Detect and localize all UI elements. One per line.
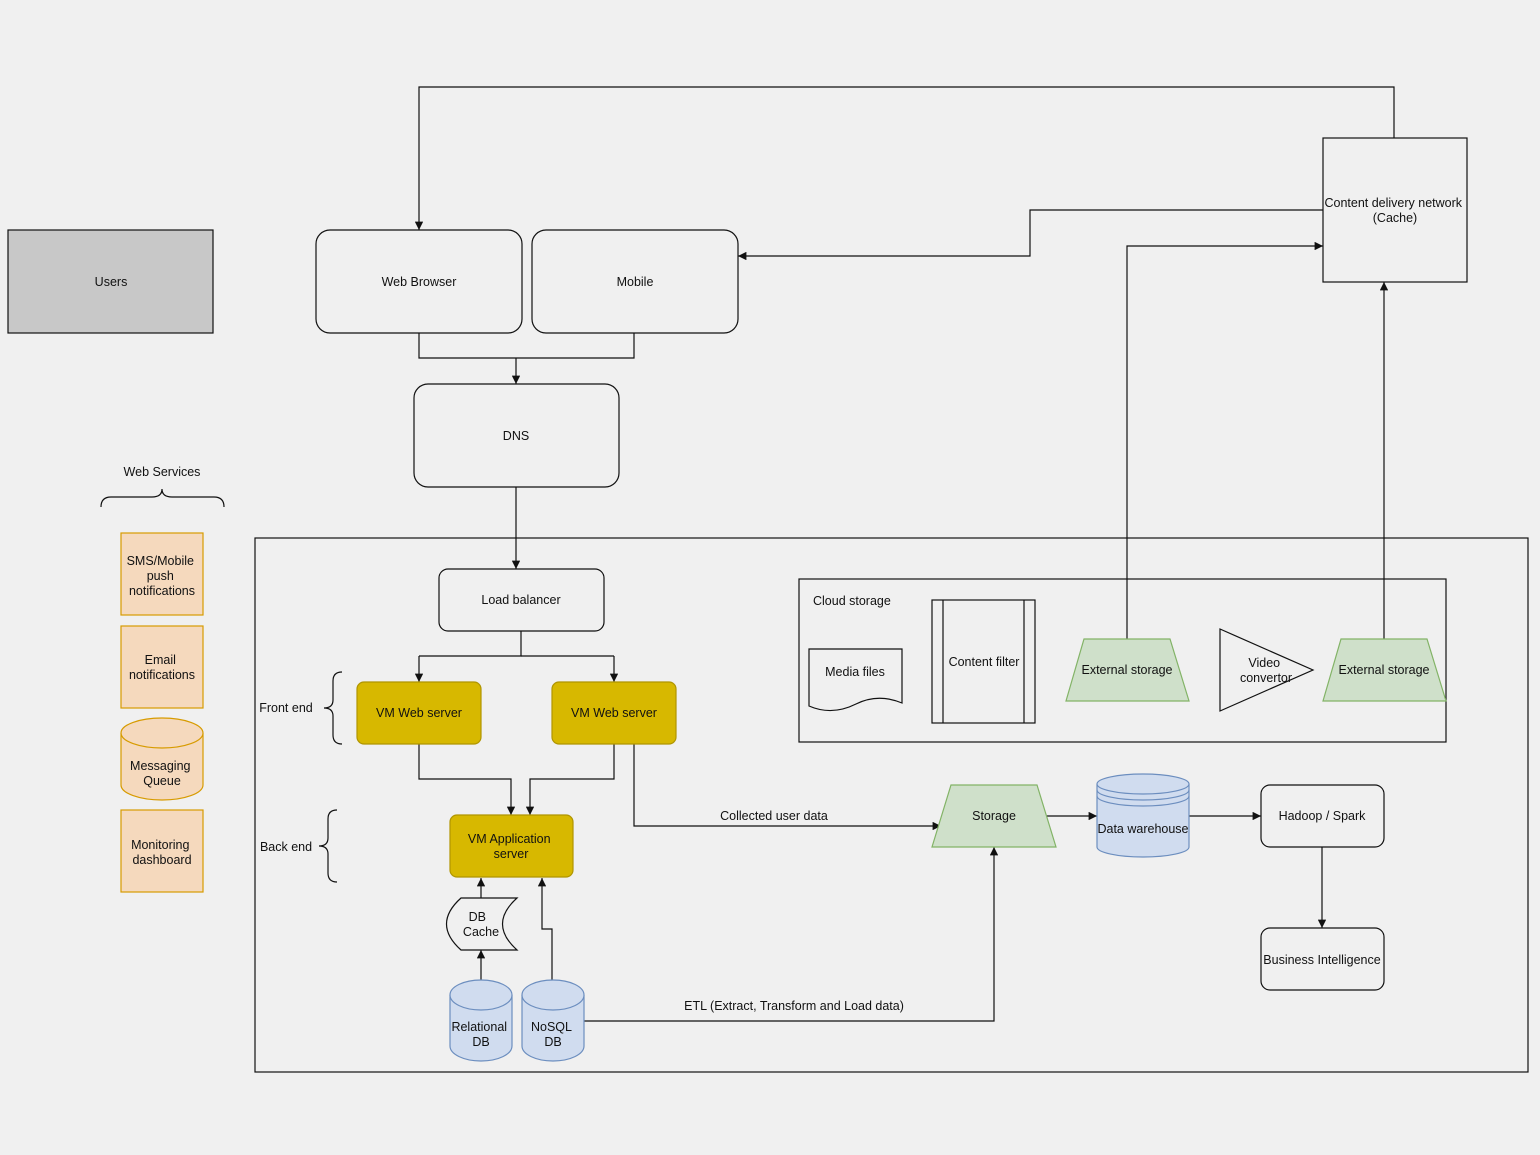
vm-web-server-2-label: VM Web server xyxy=(571,706,657,720)
video-convertor-label: Video convertor xyxy=(1240,656,1292,685)
dns-label: DNS xyxy=(503,429,529,443)
email-label-line1: Email xyxy=(145,653,176,667)
sms-notifications-node[interactable] xyxy=(120,532,204,616)
hadoop-spark-node[interactable] xyxy=(1260,784,1385,848)
relational-db-label-line2: DB xyxy=(472,1035,489,1049)
hadoop-spark-label: Hadoop / Spark xyxy=(1279,809,1367,823)
content-filter-node[interactable] xyxy=(931,599,1036,724)
vm-app-label-line1: VM Application xyxy=(468,832,551,846)
video-convertor-label-line2: convertor xyxy=(1240,671,1292,685)
content-filter-label: Content filter xyxy=(949,655,1020,669)
relational-db-label: Relational DB xyxy=(451,1020,510,1049)
business-intelligence-node[interactable] xyxy=(1260,927,1385,991)
vm-web-server-1[interactable] xyxy=(356,681,482,745)
back-end-brace xyxy=(318,809,338,883)
cloud-storage-container xyxy=(798,578,1447,743)
dns-node[interactable] xyxy=(413,383,620,488)
nosql-db-label-line1: NoSQL xyxy=(531,1020,572,1034)
db-cache-label: DB Cache xyxy=(463,910,499,939)
relational-db-node[interactable] xyxy=(449,979,513,1062)
video-convertor-node[interactable] xyxy=(1219,628,1315,712)
nosql-db-node[interactable] xyxy=(521,979,585,1062)
sms-label-line3: notifications xyxy=(129,584,195,598)
nosql-db-label-line2: DB xyxy=(544,1035,561,1049)
monitoring-dashboard-label: Monitoring dashboard xyxy=(131,838,193,867)
cdn-node[interactable] xyxy=(1322,137,1468,283)
vm-app-server-label: VM Application server xyxy=(468,832,554,861)
db-cache-node[interactable] xyxy=(446,897,519,951)
load-balancer-label: Load balancer xyxy=(481,593,560,607)
monitoring-label-line1: Monitoring xyxy=(131,838,189,852)
web-services-title: Web Services xyxy=(124,465,201,479)
monitoring-label-line2: dashboard xyxy=(132,853,191,867)
cdn-label-line1: Content delivery network xyxy=(1324,196,1462,210)
users-label: Users xyxy=(95,275,128,289)
queue-label-line2: Queue xyxy=(143,774,181,788)
db-cache-label-line1: DB xyxy=(469,910,486,924)
storage-label: Storage xyxy=(972,809,1016,823)
queue-label-line1: Messaging xyxy=(130,759,190,773)
business-intelligence-label: Business Intelligence xyxy=(1263,953,1380,967)
cdn-label-line2: (Cache) xyxy=(1373,211,1417,225)
media-files-label: Media files xyxy=(825,665,885,679)
backend-container xyxy=(254,537,1529,1073)
messaging-queue-node[interactable] xyxy=(120,717,204,801)
edge-label-etl: ETL (Extract, Transform and Load data) xyxy=(684,999,904,1013)
vm-web-server-2[interactable] xyxy=(551,681,677,745)
vm-web-server-1-label: VM Web server xyxy=(376,706,462,720)
load-balancer-node[interactable] xyxy=(438,568,605,632)
vm-app-server[interactable] xyxy=(449,814,574,878)
external-storage-1-node[interactable] xyxy=(1065,638,1190,702)
sms-notifications-label: SMS/Mobile push notifications xyxy=(127,554,198,598)
cloud-storage-title: Cloud storage xyxy=(813,594,891,608)
email-notifications-node[interactable] xyxy=(120,625,204,709)
data-warehouse-label: Data warehouse xyxy=(1097,822,1188,836)
web-browser-node[interactable] xyxy=(315,229,523,334)
edge-label-collected: Collected user data xyxy=(720,809,828,823)
vm-app-label-line2: server xyxy=(494,847,529,861)
email-label-line2: notifications xyxy=(129,668,195,682)
web-services-brace xyxy=(100,488,225,508)
mobile-label: Mobile xyxy=(617,275,654,289)
external-storage-2-label: External storage xyxy=(1338,663,1429,677)
messaging-queue-label: Messaging Queue xyxy=(130,759,194,788)
web-browser-label: Web Browser xyxy=(382,275,457,289)
external-storage-1-label: External storage xyxy=(1081,663,1172,677)
video-convertor-label-line1: Video xyxy=(1248,656,1280,670)
back-end-label: Back end xyxy=(260,840,312,854)
media-files-node[interactable] xyxy=(808,648,903,712)
front-end-brace xyxy=(323,671,343,745)
db-cache-label-line2: Cache xyxy=(463,925,499,939)
monitoring-dashboard-node[interactable] xyxy=(120,809,204,893)
relational-db-label-line1: Relational xyxy=(451,1020,507,1034)
connectors xyxy=(414,86,1395,1022)
mobile-node[interactable] xyxy=(531,229,739,334)
data-warehouse-node[interactable] xyxy=(1096,773,1190,858)
cdn-label: Content delivery network (Cache) xyxy=(1324,196,1465,225)
sms-label-line2: push xyxy=(147,569,174,583)
nosql-db-label: NoSQL DB xyxy=(531,1020,575,1049)
email-notifications-label: Email notifications xyxy=(129,653,195,682)
external-storage-2-node[interactable] xyxy=(1322,638,1447,702)
front-end-label: Front end xyxy=(259,701,313,715)
users-node[interactable] xyxy=(7,229,214,334)
sms-label-line1: SMS/Mobile xyxy=(127,554,194,568)
storage-node[interactable] xyxy=(931,784,1057,848)
